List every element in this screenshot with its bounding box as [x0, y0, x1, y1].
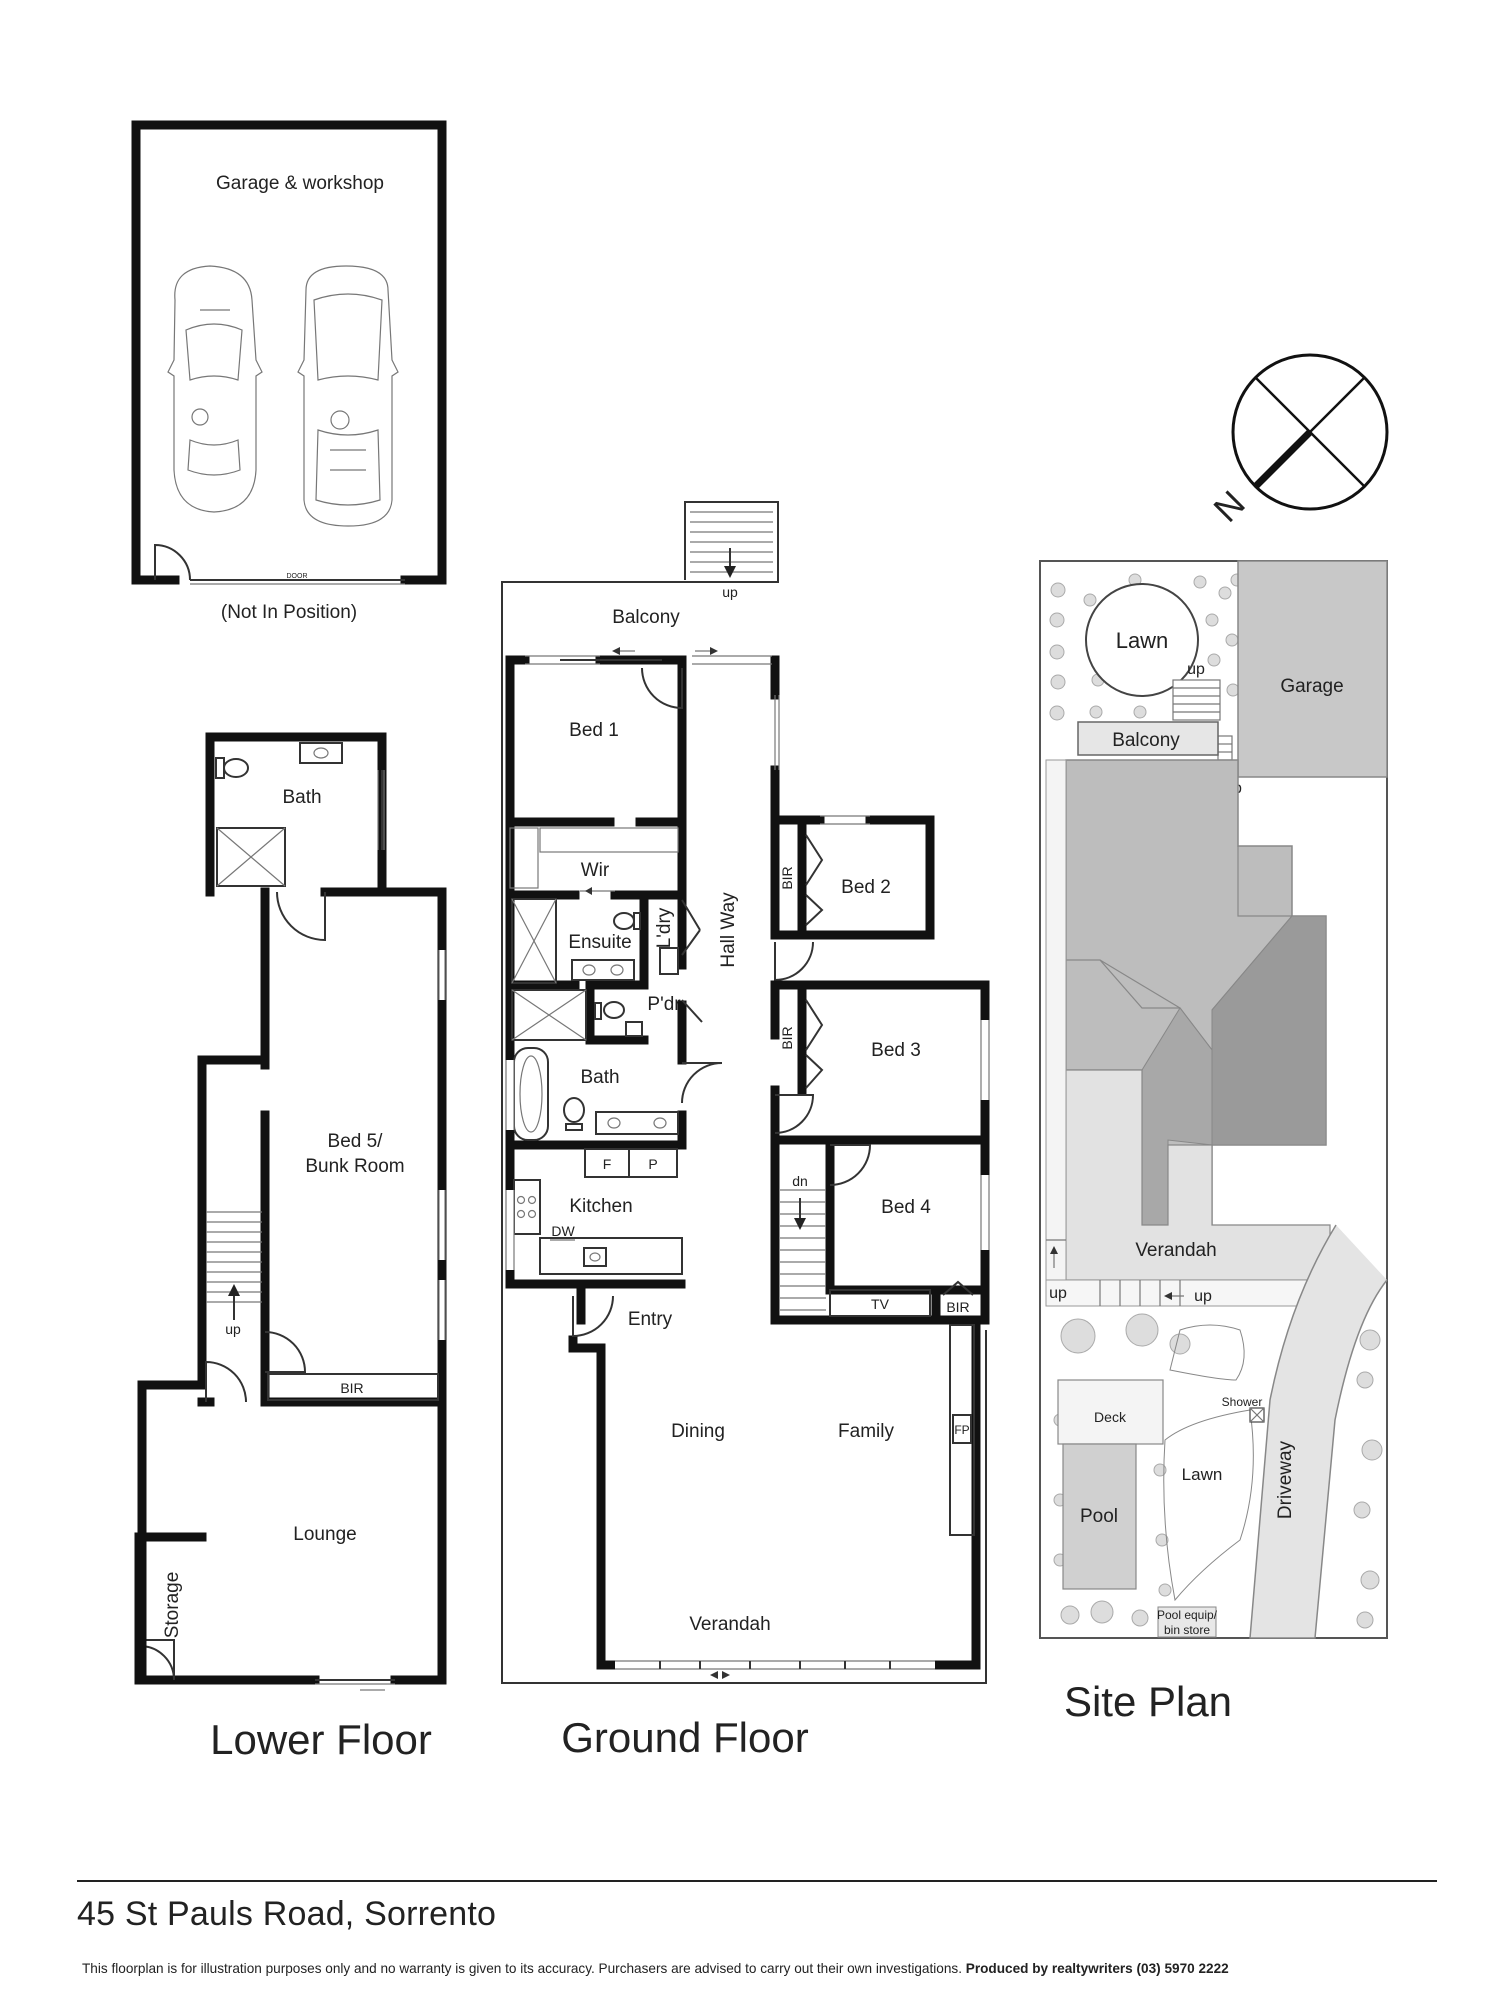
- cooktop-icon: [513, 1179, 541, 1235]
- garage-door-label: DOOR: [287, 573, 308, 580]
- property-address: 45 St Pauls Road, Sorrento: [77, 1895, 497, 1933]
- kitchen-label: Kitchen: [569, 1196, 632, 1217]
- garage-label: Garage & workshop: [216, 173, 384, 194]
- car-icon: [167, 265, 263, 513]
- compass-north-label: N: [1205, 482, 1252, 529]
- bed4-label: Bed 4: [881, 1197, 931, 1218]
- fridge-label: F: [603, 1156, 612, 1172]
- ground-floor-title: Ground Floor: [561, 1714, 808, 1761]
- storage-label: Storage: [162, 1572, 183, 1639]
- lower-floor-plan: Bath BIR: [134, 732, 447, 1763]
- compass-icon: N: [1205, 353, 1389, 530]
- pool-equip-label: Pool equip/: [1157, 1608, 1218, 1622]
- hallway-label: Hall Way: [718, 892, 739, 968]
- dishwasher-label: DW: [551, 1223, 575, 1239]
- bed3-label: Bed 3: [871, 1040, 921, 1061]
- car-icon: [297, 265, 399, 527]
- site-plan: N Lawn Garage up up Balcon: [1039, 353, 1389, 1725]
- pantry-label: P: [648, 1156, 657, 1172]
- shower-icon: [216, 827, 286, 887]
- site-deck-label: Deck: [1094, 1409, 1127, 1425]
- site-balcony-label: Balcony: [1112, 730, 1180, 751]
- site-up-label-3: up: [1049, 1285, 1067, 1302]
- toilet-icon: [613, 912, 635, 930]
- tv-label: TV: [871, 1296, 890, 1312]
- site-plan-title: Site Plan: [1064, 1678, 1232, 1725]
- site-garage-label: Garage: [1280, 676, 1343, 697]
- entry-label: Entry: [628, 1309, 673, 1330]
- shower-icon: [511, 898, 557, 984]
- fireplace-label: FP: [954, 1423, 969, 1437]
- bed5-label-line2: Bunk Room: [305, 1156, 404, 1177]
- ground-top-stairs: [690, 511, 773, 578]
- garage-note: (Not In Position): [221, 602, 357, 623]
- lower-bath-label: Bath: [282, 787, 321, 808]
- site-top-lawn-label: Lawn: [1116, 628, 1169, 653]
- wir-label: Wir: [581, 860, 610, 881]
- dining-label: Dining: [671, 1421, 725, 1442]
- down-stairs-label: dn: [792, 1173, 808, 1189]
- ground-bath-label: Bath: [580, 1067, 619, 1088]
- site-up-label-1: up: [1187, 661, 1205, 678]
- bathtub-icon: [513, 1047, 549, 1141]
- driveway-label: Driveway: [1275, 1440, 1296, 1519]
- top-lawn: [1085, 583, 1199, 697]
- toilet-icon: [563, 1097, 585, 1123]
- site-verandah-label: Verandah: [1135, 1240, 1216, 1261]
- family-label: Family: [838, 1421, 894, 1442]
- bed4-bir-label: BIR: [946, 1299, 969, 1315]
- ground-balcony-label: Balcony: [612, 607, 680, 628]
- garage-side-door: [154, 543, 191, 581]
- bed5-label: Bed 5/: [328, 1131, 384, 1152]
- site-up-label-4: up: [1194, 1288, 1212, 1305]
- ground-floor-plan: up Balcony Bed 1 Wir: [501, 501, 990, 1761]
- ground-down-stairs: [780, 1189, 826, 1311]
- ground-up-label: up: [722, 584, 738, 600]
- powder-room-label: P'dr: [647, 994, 681, 1015]
- site-lawn-label: Lawn: [1182, 1465, 1223, 1484]
- lower-stairs: [206, 1211, 262, 1320]
- lower-floor-title: Lower Floor: [210, 1716, 432, 1763]
- disclaimer-body: This floorplan is for illustration purpo…: [82, 1961, 962, 1976]
- ensuite-label: Ensuite: [568, 932, 631, 953]
- kitchen-bench: [539, 1237, 683, 1275]
- lounge-label: Lounge: [293, 1524, 356, 1545]
- toilet-icon: [223, 758, 249, 778]
- producer-credit: Produced by realtywriters (03) 5970 2222: [965, 1961, 1229, 1976]
- site-shower-label: Shower: [1222, 1395, 1263, 1409]
- driveway: [1249, 1224, 1388, 1639]
- basin-icon: [299, 742, 343, 764]
- laundry-label: L'dry: [654, 907, 675, 948]
- pool-equip-label-line2: bin store: [1164, 1623, 1210, 1637]
- garage-plan: DOOR Garage & workshop (Not In Position): [131, 120, 447, 623]
- bed1-label: Bed 1: [569, 720, 619, 741]
- lower-bir-label: BIR: [340, 1380, 363, 1396]
- lower-up-label: up: [225, 1321, 241, 1337]
- disclaimer-text: This floorplan is for illustration purpo…: [82, 1961, 1462, 1976]
- shower-icon: [511, 989, 587, 1041]
- bed2-bir-label: BIR: [779, 866, 795, 889]
- bed2-label: Bed 2: [841, 877, 891, 898]
- site-pool-label: Pool: [1080, 1506, 1118, 1527]
- footer-rule: [77, 1880, 1437, 1882]
- bed3-bir-label: BIR: [779, 1026, 795, 1049]
- ground-verandah-label: Verandah: [689, 1614, 770, 1635]
